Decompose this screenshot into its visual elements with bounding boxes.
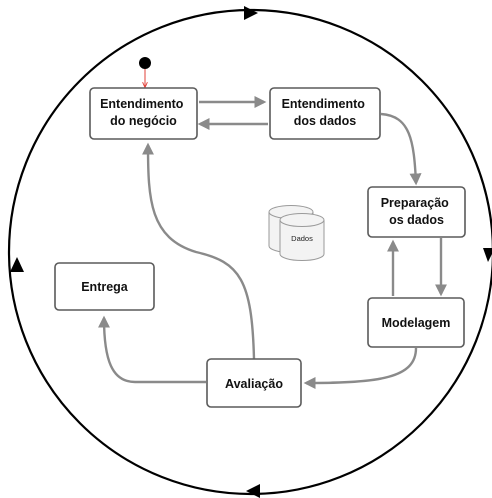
node-data-preparation-line1: Preparação bbox=[381, 196, 449, 210]
cycle-arrowhead-top bbox=[244, 6, 258, 20]
node-data-preparation: Preparação os dados bbox=[367, 186, 466, 238]
node-business-understanding-line1: Entendimento bbox=[100, 97, 184, 111]
node-deployment: Entrega bbox=[54, 262, 155, 311]
cycle-arrowhead-left bbox=[10, 257, 24, 272]
cycle-arrowhead-right bbox=[483, 248, 492, 262]
database-label: Dados bbox=[291, 234, 313, 243]
node-data-understanding: Entendimento dos dados bbox=[269, 87, 381, 140]
node-data-preparation-line2: os dados bbox=[389, 213, 444, 227]
node-data-understanding-line1: Entendimento bbox=[282, 97, 366, 111]
node-modeling-label: Modelagem bbox=[382, 316, 451, 330]
start-dot bbox=[139, 57, 151, 69]
node-modeling: Modelagem bbox=[367, 297, 465, 348]
arrow-evaluation-to-deployment bbox=[98, 315, 206, 384]
svg-text:Preparação os dados: Preparação os dados bbox=[381, 196, 453, 227]
node-deployment-label: Entrega bbox=[81, 280, 129, 294]
arrow-data-to-preparation bbox=[380, 112, 422, 186]
outer-cycle-circle bbox=[7, 8, 492, 496]
svg-text:Entendimento do negócio: Entendimento do negócio bbox=[100, 97, 187, 128]
node-evaluation: Avaliação bbox=[206, 358, 302, 408]
database-icon: Dados bbox=[268, 205, 325, 261]
node-data-understanding-line2: dos dados bbox=[294, 114, 357, 128]
node-evaluation-label: Avaliação bbox=[225, 377, 283, 391]
node-business-understanding-line2: do negócio bbox=[110, 114, 177, 128]
cycle-arrowhead-bottom bbox=[246, 484, 260, 498]
arrow-modeling-to-evaluation bbox=[303, 347, 418, 389]
arrow-evaluation-to-business bbox=[142, 142, 256, 360]
node-business-understanding: Entendimento do negócio bbox=[89, 87, 198, 140]
svg-text:Entendimento dos dados: Entendimento dos dados bbox=[282, 97, 369, 128]
